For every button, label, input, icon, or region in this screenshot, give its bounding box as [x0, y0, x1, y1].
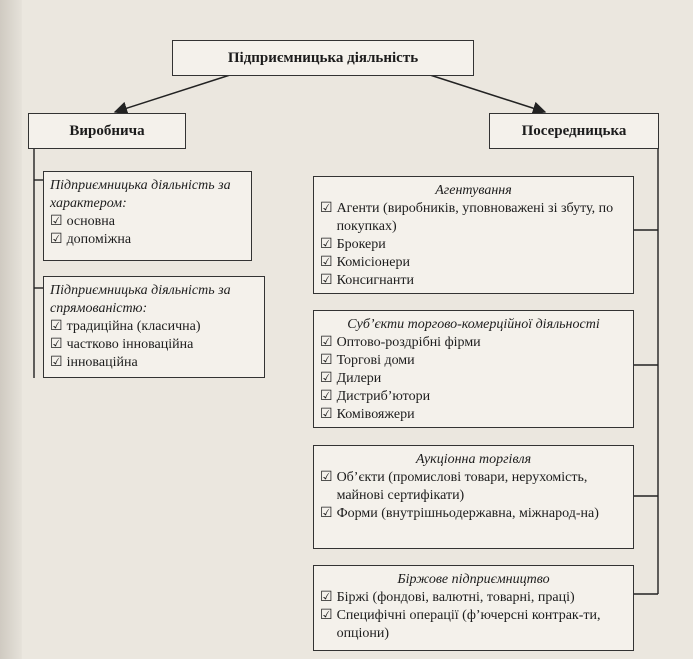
left-panel-character: Підприємницька діяльність за характером:…: [43, 171, 252, 261]
list-item: ☑ основна: [50, 214, 115, 229]
scan-edge: [0, 0, 22, 659]
list-item: ☑ інноваційна: [50, 355, 138, 370]
checkbox-icon: ☑: [320, 201, 333, 216]
list-item: ☑ Дилери: [320, 371, 382, 386]
list-item: ☑ Дистриб’ютори: [320, 389, 431, 404]
left-panel-orientation: Підприємницька діяльність за спрямованіс…: [43, 276, 265, 378]
list-item: ☑ Форми (внутрішньодержавна, міжнарод-на…: [320, 506, 599, 521]
list-item: ☑ Специфічні операції (ф’ючерсні контрак…: [320, 608, 601, 641]
checkbox-icon: ☑: [320, 389, 333, 404]
list-item: ☑ допоміжна: [50, 232, 132, 247]
checkbox-icon: ☑: [320, 506, 333, 521]
checkbox-icon: ☑: [320, 335, 333, 350]
checkbox-icon: ☑: [320, 590, 333, 605]
arrow-to-left-branch: [113, 74, 231, 115]
root-node: Підприємницька діяльність: [172, 40, 474, 76]
list-item: ☑ Об’єкти (промислові товари, нерухоміст…: [320, 470, 588, 503]
panel-heading: Біржове підприємництво: [397, 572, 550, 587]
list-item: ☑ Торгові доми: [320, 353, 415, 368]
checkbox-icon: ☑: [320, 353, 333, 368]
panel-heading: Агентування: [435, 183, 512, 198]
checkbox-icon: ☑: [320, 237, 333, 252]
root-node-label: Підприємницька діяльність: [227, 49, 419, 66]
panel-heading: Підприємницька діяльність за спрямованіс…: [50, 283, 231, 316]
checkbox-icon: ☑: [320, 608, 333, 623]
right-branch-label: Посередницька: [521, 122, 627, 139]
arrow-to-right-branch: [429, 74, 547, 115]
right-panel-auction: Аукціонна торгівля ☑ Об’єкти (промислові…: [313, 445, 634, 549]
right-panel-trade-subjects: Суб’єкти торгово-комерційної діяльності …: [313, 310, 634, 428]
checkbox-icon: ☑: [320, 371, 333, 386]
right-panel-agency: Агентування ☑ Агенти (виробників, уповно…: [313, 176, 634, 294]
list-item: ☑ традиційна (класична): [50, 319, 201, 334]
checkbox-icon: ☑: [50, 214, 63, 229]
right-branch-node: Посередницька: [489, 113, 659, 149]
checkbox-icon: ☑: [320, 273, 333, 288]
list-item: ☑ Агенти (виробників, уповноважені зі зб…: [320, 201, 614, 234]
list-item: ☑ Консигнанти: [320, 273, 414, 288]
panel-heading: Аукціонна торгівля: [415, 452, 532, 467]
checkbox-icon: ☑: [50, 355, 63, 370]
checkbox-icon: ☑: [50, 232, 63, 247]
list-item: ☑ Комісіонери: [320, 255, 410, 270]
checkbox-icon: ☑: [50, 337, 63, 352]
left-branch-label: Виробнича: [69, 122, 145, 139]
panel-heading: Суб’єкти торгово-комерційної діяльності: [347, 317, 600, 332]
right-panel-exchange: Біржове підприємництво ☑ Біржі (фондові,…: [313, 565, 634, 651]
list-item: ☑ Брокери: [320, 237, 386, 252]
left-branch-node: Виробнича: [28, 113, 186, 149]
list-item: ☑ Біржі (фондові, валютні, товарні, прац…: [320, 590, 575, 605]
panel-heading: Підприємницька діяльність за характером:: [50, 178, 231, 211]
checkbox-icon: ☑: [320, 255, 333, 270]
list-item: ☑ Оптово-роздрібні фірми: [320, 335, 481, 350]
checkbox-icon: ☑: [320, 470, 333, 485]
checkbox-icon: ☑: [50, 319, 63, 334]
checkbox-icon: ☑: [320, 407, 333, 422]
list-item: ☑ частково інноваційна: [50, 337, 194, 352]
list-item: ☑ Комівояжери: [320, 407, 415, 422]
